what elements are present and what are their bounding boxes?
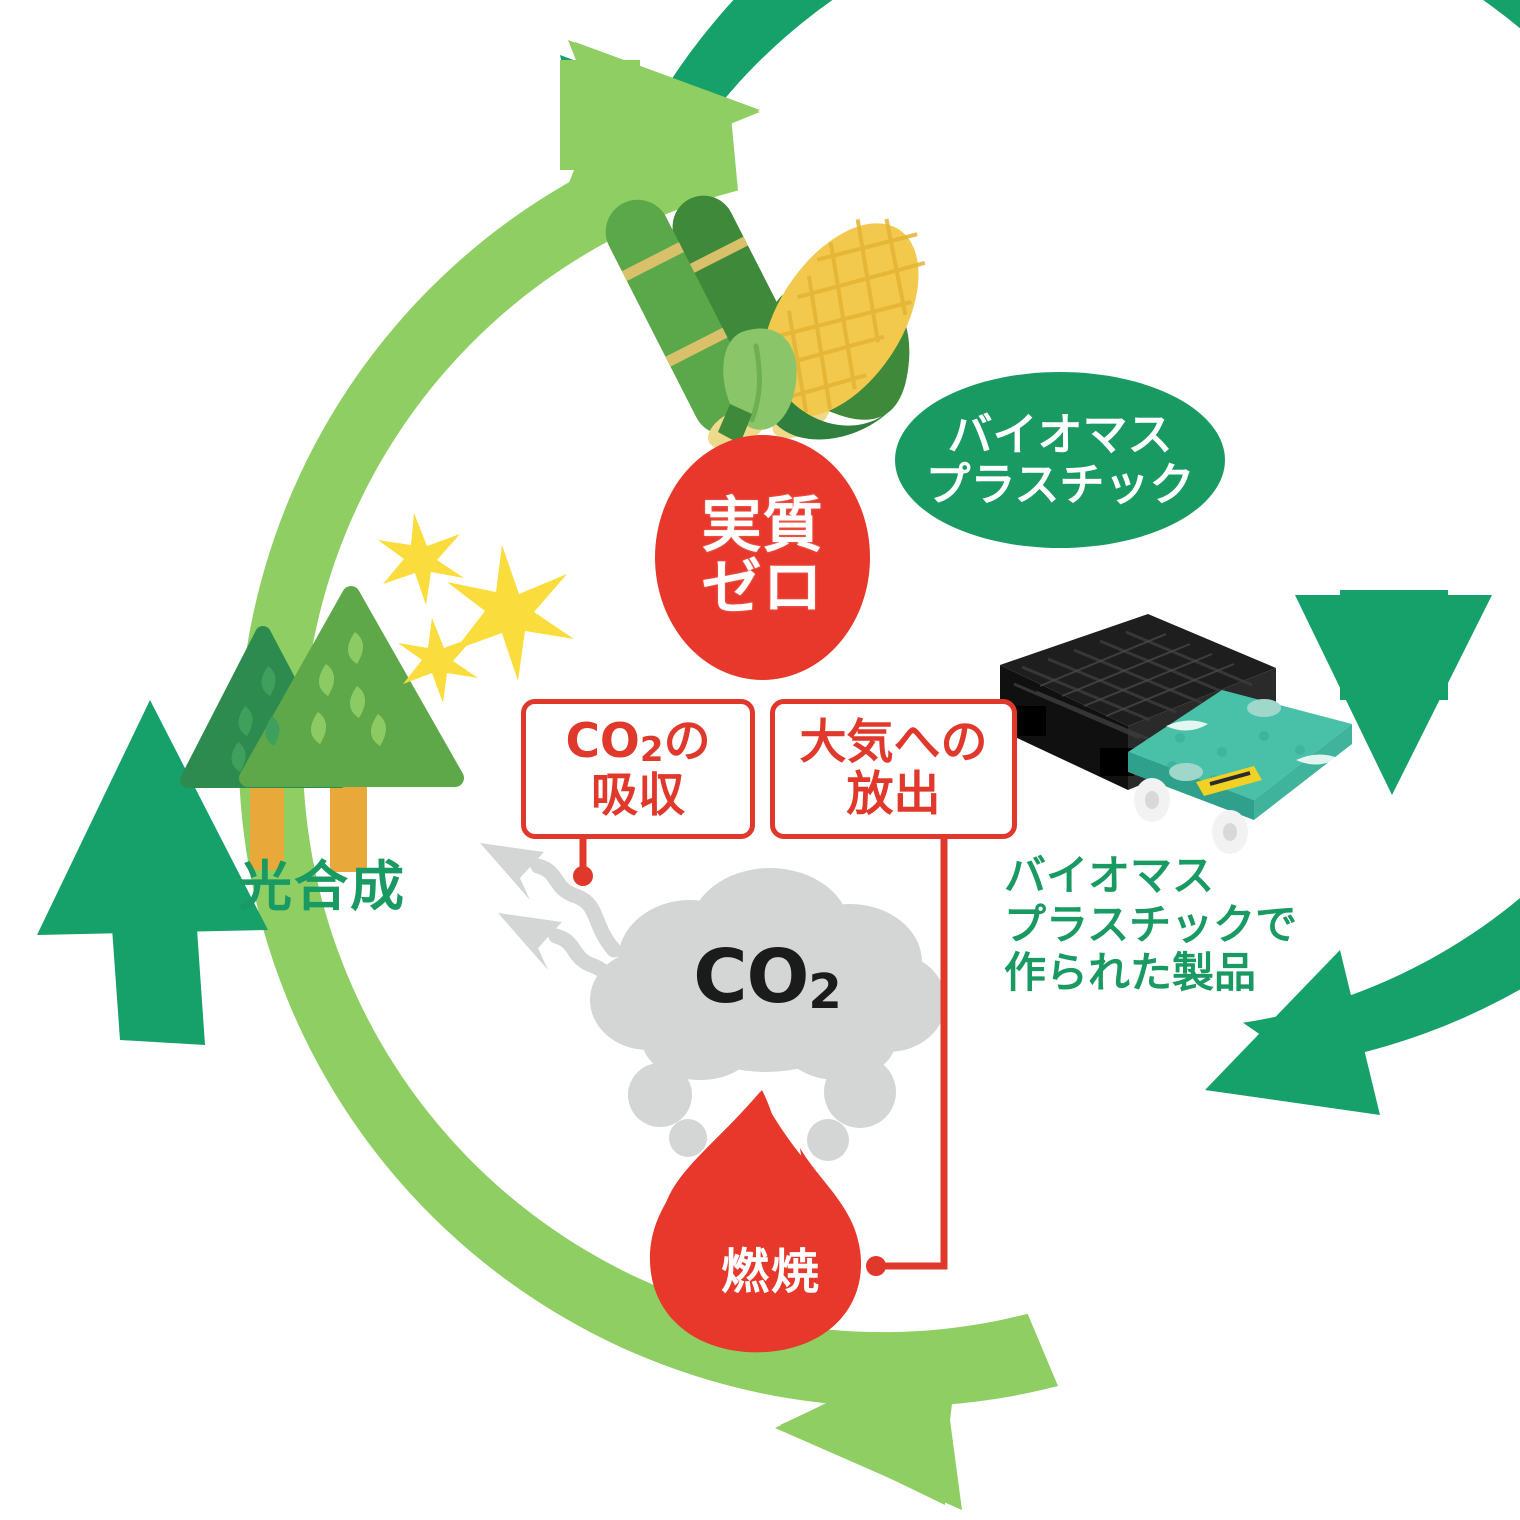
label-biomass-product: バイオマス プラスチックで 作られた製品 (1004, 851, 1298, 998)
biomass-plastic-badge: バイオマス プラスチック (895, 372, 1225, 548)
label-photosynthesis: 光合成 (238, 855, 406, 918)
teal-plastic-dolly (1128, 690, 1352, 854)
callout-atmospheric-release: 大気への 放出 (770, 699, 1017, 839)
absorb-connector-dot (573, 866, 593, 886)
net-zero-badge: 実質 ゼロ (655, 435, 870, 680)
dark-green-left-arrowhead (37, 700, 268, 1045)
cloud-bubble (807, 1119, 849, 1161)
light-green-bottom-arrowhead (775, 1338, 962, 1510)
emit-connector-dot (866, 1256, 886, 1276)
net-zero-badge-text: 実質 ゼロ (701, 491, 824, 623)
cloud-bubble (824, 1056, 896, 1128)
flame-illustration (649, 1090, 862, 1353)
label-biomass-product-line3: 作られた製品 (1004, 948, 1257, 998)
callout-co2-absorption: CO2の 吸収 (521, 699, 755, 839)
sparkle-icons (378, 513, 574, 703)
combustion-label: 燃焼 (720, 1244, 821, 1300)
light-green-top-arrowhead (560, 40, 760, 190)
cloud-bubble (628, 1063, 692, 1127)
sugarcane-corn-illustration (605, 195, 926, 449)
co2-cloud-illustration (590, 868, 946, 1161)
callout-co2-absorption-text: CO2の 吸収 (565, 714, 711, 823)
product-photo-illustration (1000, 614, 1352, 854)
absorption-arrowheads (480, 843, 562, 970)
co2-cloud-label: CO2 (693, 934, 842, 1020)
emit-connector-line (876, 825, 948, 1270)
absorption-wavy-arrows (530, 858, 640, 1028)
connector-dots (573, 866, 886, 1276)
biomass-plastic-badge-text: バイオマス プラスチック (925, 407, 1195, 511)
cloud-bubble (669, 1119, 707, 1157)
dark-green-right-arrowhead (1295, 590, 1492, 795)
label-biomass-product-line1: バイオマス (1004, 851, 1215, 900)
forest-illustration (180, 513, 574, 872)
label-biomass-product-line2: プラスチックで (1004, 899, 1298, 949)
callout-atmospheric-release-text: 大気への 放出 (799, 715, 988, 822)
